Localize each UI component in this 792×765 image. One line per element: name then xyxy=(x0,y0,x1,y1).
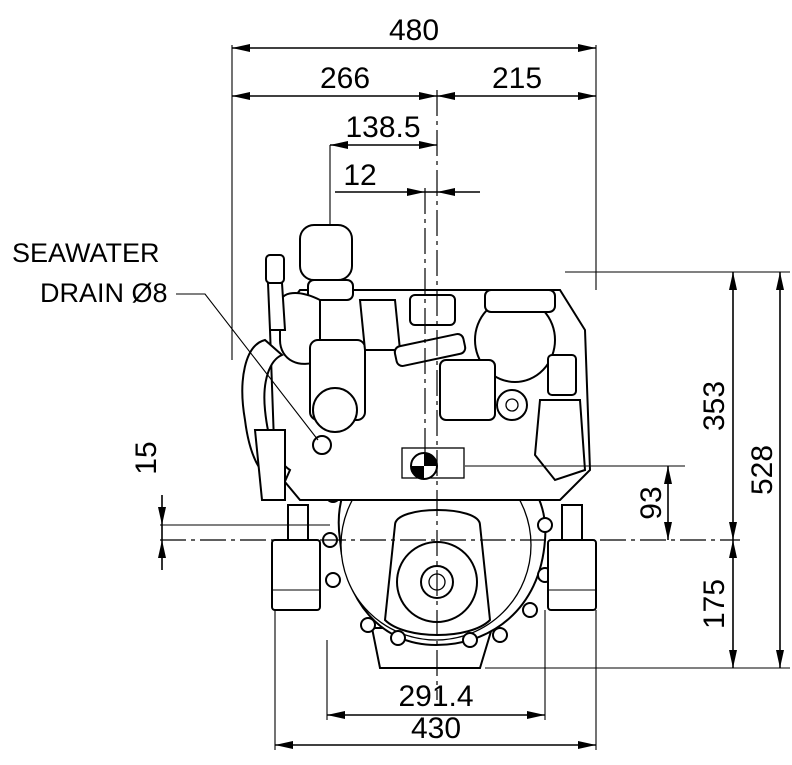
dim-528: 528 xyxy=(746,272,784,668)
dim-291-4-label: 291.4 xyxy=(398,680,473,713)
dim-138-5-label: 138.5 xyxy=(345,111,420,144)
dim-528-label: 528 xyxy=(746,445,779,495)
dim-175-label: 175 xyxy=(698,579,731,629)
dim-93: 93 xyxy=(635,466,672,540)
dim-430-label: 430 xyxy=(411,712,461,745)
dim-12: 12 xyxy=(335,159,480,196)
dim-15: 15 xyxy=(130,441,166,570)
dim-480-label: 480 xyxy=(389,14,439,47)
dim-353-175: 353 175 xyxy=(698,272,737,668)
engine-outline xyxy=(241,224,597,669)
dim-480: 480 xyxy=(232,14,596,52)
dim-93-label: 93 xyxy=(635,486,668,519)
dim-266-label: 266 xyxy=(320,62,370,95)
dim-353-label: 353 xyxy=(698,381,731,431)
dim-138-5: 138.5 xyxy=(330,111,437,149)
dim-266-215: 266 215 xyxy=(232,62,596,100)
seawater-drain-label-line2: DRAIN Ø8 xyxy=(40,278,168,308)
seawater-drain-callout: SEAWATER DRAIN Ø8 xyxy=(12,238,319,441)
dim-12-label: 12 xyxy=(343,159,376,192)
dim-291-4: 291.4 xyxy=(327,680,545,719)
dim-215-label: 215 xyxy=(492,62,542,95)
dim-430: 430 xyxy=(275,712,596,749)
dim-15-label: 15 xyxy=(130,441,163,474)
seawater-drain-label-line1: SEAWATER xyxy=(12,238,160,268)
